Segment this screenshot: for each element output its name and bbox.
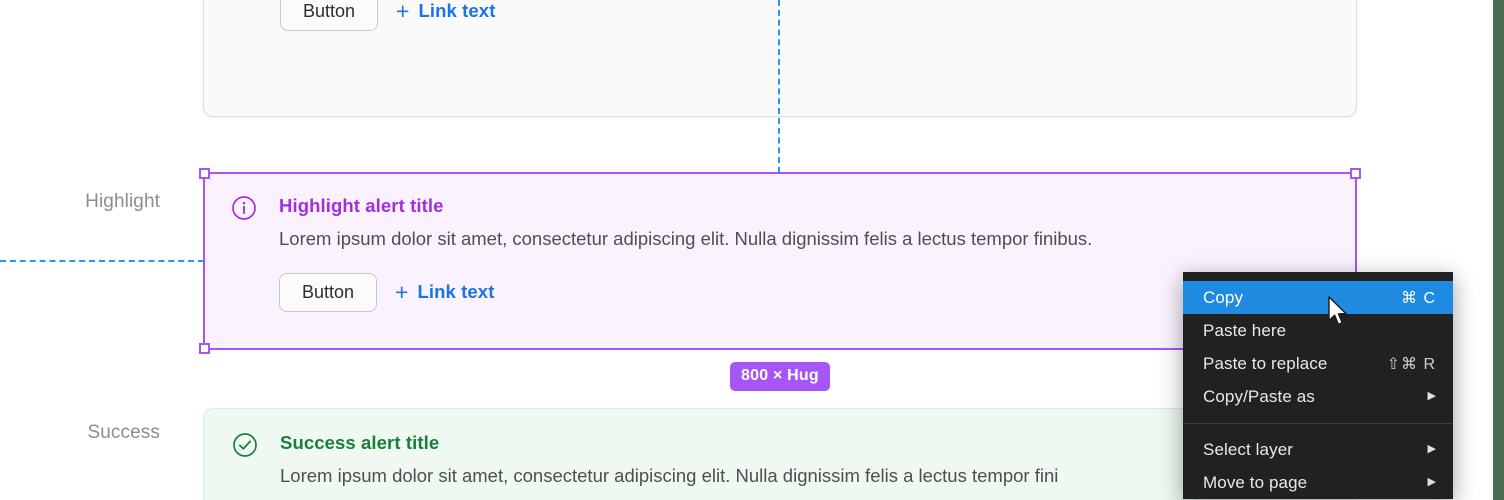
alignment-guide-vertical	[778, 0, 780, 173]
alert-body-text: Lorem ipsum dolor sit amet, consectetur …	[280, 465, 1059, 487]
context-menu-item-copy-paste-as[interactable]: Copy/Paste as ▶	[1183, 380, 1453, 413]
alert-button[interactable]: Button	[280, 0, 379, 31]
alert-title: Highlight alert title	[279, 195, 444, 216]
plus-icon: +	[396, 0, 410, 24]
alert-card-highlight[interactable]: Highlight alert title Lorem ipsum dolor …	[203, 172, 1357, 350]
alert-content: Highlight alert title Lorem ipsum dolor …	[231, 194, 1329, 312]
submenu-arrow-icon: ▶	[1427, 390, 1436, 402]
alert-card-neutral[interactable]: Lorem ipsum dolor sit amet, consectetur …	[203, 0, 1357, 117]
menu-item-label: Copy/Paste as	[1203, 386, 1315, 406]
alignment-guide-horizontal	[0, 260, 204, 262]
menu-item-label: Paste here	[1203, 320, 1287, 340]
alert-link[interactable]: + Link text	[395, 278, 495, 305]
menu-item-label: Paste to replace	[1203, 353, 1328, 373]
menu-item-label: Select layer	[1203, 439, 1294, 459]
alert-content: Success alert title Lorem ipsum dolor si…	[232, 431, 1328, 490]
alert-actions: Button + Link text	[280, 0, 1328, 31]
context-menu-item-select-layer[interactable]: Select layer ▶	[1183, 433, 1453, 466]
context-menu-item-move-to-page[interactable]: Move to page ▶	[1183, 466, 1453, 499]
alert-link-label: Link text	[418, 0, 496, 22]
context-menu-item-paste-here[interactable]: Paste here	[1183, 314, 1453, 347]
menu-item-shortcut: ⌘ C	[1401, 289, 1436, 307]
alert-actions: Button + Link text	[279, 272, 1329, 312]
context-menu-item-paste-to-replace[interactable]: Paste to replace ⇧⌘ R	[1183, 347, 1453, 380]
submenu-arrow-icon: ▶	[1427, 476, 1436, 488]
row-label-success: Success	[87, 422, 160, 443]
submenu-arrow-icon: ▶	[1427, 443, 1436, 455]
check-circle-icon	[232, 432, 258, 458]
menu-item-label: Copy	[1203, 287, 1244, 307]
plus-icon: +	[395, 278, 409, 305]
canvas-edge-strip	[1493, 0, 1504, 500]
selection-size-badge: 800 × Hug	[730, 362, 830, 391]
menu-item-label: Move to page	[1203, 472, 1308, 492]
context-menu-item-copy[interactable]: Copy ⌘ C	[1183, 281, 1453, 314]
alert-card-success[interactable]: Success alert title Lorem ipsum dolor si…	[203, 408, 1357, 500]
alert-title: Success alert title	[280, 432, 440, 453]
context-menu[interactable]: Copy ⌘ C Paste here Paste to replace ⇧⌘ …	[1183, 272, 1453, 499]
alert-link-label: Link text	[417, 281, 495, 303]
info-circle-icon	[231, 195, 257, 221]
menu-separator	[1183, 423, 1453, 424]
alert-body-text: Lorem ipsum dolor sit amet, consectetur …	[279, 228, 1093, 250]
alert-button[interactable]: Button	[279, 272, 378, 312]
alert-content: Lorem ipsum dolor sit amet, consectetur …	[232, 0, 1328, 31]
menu-item-shortcut: ⇧⌘ R	[1386, 355, 1436, 373]
alert-link[interactable]: + Link text	[396, 0, 495, 23]
row-label-highlight: Highlight	[85, 191, 160, 212]
